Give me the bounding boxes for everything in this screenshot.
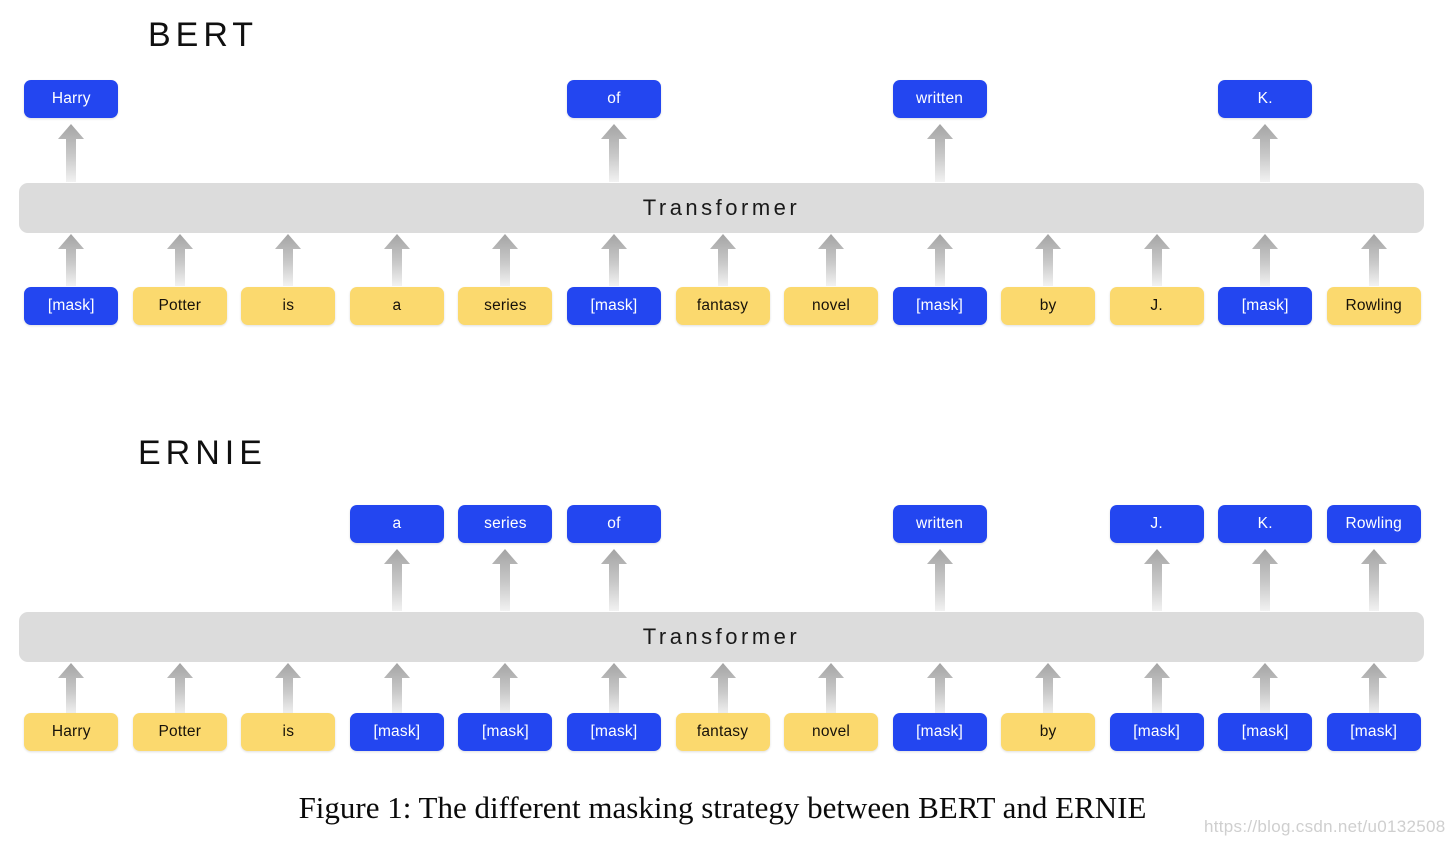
input-token: [mask] xyxy=(1326,713,1421,751)
output-token: Rowling xyxy=(1326,505,1421,543)
up-arrow-icon xyxy=(926,234,953,286)
up-arrow-icon xyxy=(926,124,953,182)
up-arrow-icon xyxy=(1360,234,1387,286)
input-token: [mask] xyxy=(1218,713,1313,751)
output-token: series xyxy=(458,505,553,543)
up-arrow-icon xyxy=(492,663,519,715)
input-token: Potter xyxy=(132,713,227,751)
up-arrow-icon xyxy=(818,663,845,715)
input-token: by xyxy=(1001,287,1096,325)
up-arrow-icon xyxy=(600,234,627,286)
ernie-input-arrows xyxy=(0,663,1445,715)
up-arrow-icon xyxy=(1252,663,1279,715)
up-arrow-icon xyxy=(1035,234,1062,286)
input-token: J. xyxy=(1109,287,1204,325)
up-arrow-icon xyxy=(1360,549,1387,611)
up-arrow-icon xyxy=(1143,549,1170,611)
input-token: Rowling xyxy=(1326,287,1421,325)
up-arrow-icon xyxy=(166,663,193,715)
figure-caption: Figure 1: The different masking strategy… xyxy=(298,790,1147,825)
input-token: [mask] xyxy=(892,287,987,325)
bert-output-arrows xyxy=(0,124,1445,182)
input-token: Harry xyxy=(24,713,119,751)
ernie-transformer-label: Transformer xyxy=(642,624,801,649)
up-arrow-icon xyxy=(600,663,627,715)
up-arrow-icon xyxy=(275,663,302,715)
input-token: [mask] xyxy=(349,713,444,751)
up-arrow-icon xyxy=(600,124,627,182)
input-token: [mask] xyxy=(1109,713,1204,751)
output-token: a xyxy=(349,505,444,543)
ernie-transformer-bar: Transformer xyxy=(19,612,1424,662)
up-arrow-icon xyxy=(709,663,736,715)
input-token: [mask] xyxy=(892,713,987,751)
input-token: a xyxy=(349,287,444,325)
output-token: of xyxy=(566,505,661,543)
bert-transformer-label: Transformer xyxy=(642,195,801,220)
up-arrow-icon xyxy=(492,234,519,286)
output-token: K. xyxy=(1218,80,1313,118)
bert-title: BERT xyxy=(148,16,259,54)
up-arrow-icon xyxy=(383,549,410,611)
up-arrow-icon xyxy=(1252,124,1279,182)
up-arrow-icon xyxy=(600,549,627,611)
up-arrow-icon xyxy=(926,663,953,715)
up-arrow-icon xyxy=(58,234,85,286)
input-token: is xyxy=(241,287,336,325)
up-arrow-icon xyxy=(709,234,736,286)
watermark-text: https://blog.csdn.net/u013250861 xyxy=(1204,817,1445,836)
input-token: by xyxy=(1001,713,1096,751)
up-arrow-icon xyxy=(58,124,85,182)
up-arrow-icon xyxy=(492,549,519,611)
up-arrow-icon xyxy=(383,663,410,715)
output-token: of xyxy=(566,80,661,118)
input-token: novel xyxy=(784,713,879,751)
output-token: J. xyxy=(1109,505,1204,543)
up-arrow-icon xyxy=(1143,663,1170,715)
bert-transformer-bar: Transformer xyxy=(19,183,1424,233)
input-token: [mask] xyxy=(566,713,661,751)
bert-panel: BERT Harry of written K. Transformer [mask]… xyxy=(0,0,1445,420)
up-arrow-icon xyxy=(275,234,302,286)
input-token: series xyxy=(458,287,553,325)
up-arrow-icon xyxy=(1035,663,1062,715)
up-arrow-icon xyxy=(1252,549,1279,611)
up-arrow-icon xyxy=(1252,234,1279,286)
up-arrow-icon xyxy=(818,234,845,286)
up-arrow-icon xyxy=(58,663,85,715)
output-token: written xyxy=(892,80,987,118)
input-token: fantasy xyxy=(675,287,770,325)
output-token: Harry xyxy=(24,80,119,118)
ernie-input-row: Harry Potter is [mask] [mask] [mask] fantasy no… xyxy=(0,713,1445,753)
ernie-output-arrows xyxy=(0,549,1445,611)
up-arrow-icon xyxy=(383,234,410,286)
up-arrow-icon xyxy=(166,234,193,286)
bert-input-arrows xyxy=(0,234,1445,286)
input-token: [mask] xyxy=(566,287,661,325)
ernie-title: ERNIE xyxy=(138,434,267,472)
output-token: K. xyxy=(1218,505,1313,543)
input-token: fantasy xyxy=(675,713,770,751)
input-token: [mask] xyxy=(1218,287,1313,325)
up-arrow-icon xyxy=(926,549,953,611)
input-token: novel xyxy=(784,287,879,325)
input-token: [mask] xyxy=(458,713,553,751)
up-arrow-icon xyxy=(1143,234,1170,286)
bert-output-row: Harry of written K. xyxy=(0,80,1445,120)
up-arrow-icon xyxy=(1360,663,1387,715)
input-token: is xyxy=(241,713,336,751)
output-token: written xyxy=(892,505,987,543)
input-token: Potter xyxy=(132,287,227,325)
input-token: [mask] xyxy=(24,287,119,325)
